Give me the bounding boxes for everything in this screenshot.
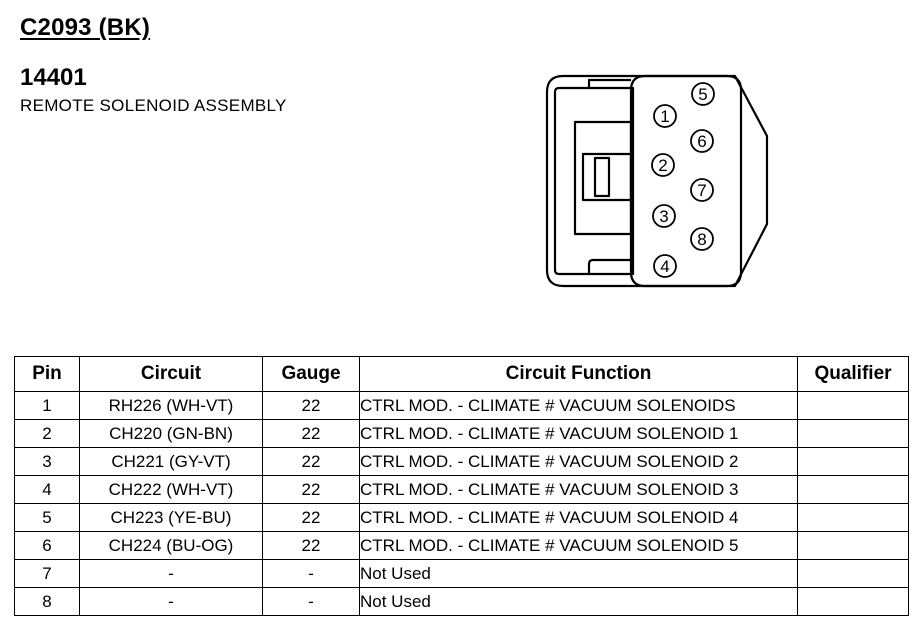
pin-4-label: 4 [660, 257, 669, 276]
cell-circuit: CH223 (YE-BU) [79, 503, 263, 532]
table-row: 2 CH220 (GN-BN) 22 CTRL MOD. - CLIMATE #… [14, 419, 909, 448]
column-header-gauge: Gauge [262, 356, 360, 392]
cell-qualifier [797, 419, 909, 448]
part-name: REMOTE SOLENOID ASSEMBLY [20, 96, 287, 115]
pin-3-label: 3 [659, 207, 668, 226]
cell-circuit: CH220 (GN-BN) [79, 419, 263, 448]
cell-circuit: CH222 (WH-VT) [79, 475, 263, 504]
connector-id-title: C2093 (BK) [20, 14, 151, 41]
cell-pin: 8 [14, 587, 80, 616]
column-header-pin: Pin [14, 356, 80, 392]
table-row: 7 - - Not Used [14, 559, 909, 588]
pin-7-circle [690, 178, 714, 202]
cell-pin: 2 [14, 419, 80, 448]
cell-pin: 3 [14, 447, 80, 476]
cell-circuit: CH224 (BU-OG) [79, 531, 263, 560]
cell-qualifier [797, 475, 909, 504]
cell-qualifier [797, 587, 909, 616]
cell-pin: 6 [14, 531, 80, 560]
cell-circuit: RH226 (WH-VT) [79, 391, 263, 420]
cell-circuit-function: Not Used [359, 559, 798, 588]
table-row: 1 RH226 (WH-VT) 22 CTRL MOD. - CLIMATE #… [14, 391, 909, 420]
cell-pin: 7 [14, 559, 80, 588]
table-row: 5 CH223 (YE-BU) 22 CTRL MOD. - CLIMATE #… [14, 503, 909, 532]
cell-gauge: 22 [262, 531, 360, 560]
connector-pin-map: 1 2 3 4 5 6 7 8 [651, 82, 715, 278]
connector-lock-tab-slot [593, 156, 611, 198]
table-row: 3 CH221 (GY-VT) 22 CTRL MOD. - CLIMATE #… [14, 447, 909, 476]
connector-pin-face [629, 74, 743, 288]
pin-4-circle [653, 254, 677, 278]
cell-pin: 1 [14, 391, 80, 420]
cell-circuit-function: CTRL MOD. - CLIMATE # VACUUM SOLENOIDS [359, 391, 798, 420]
pin-8-circle [690, 227, 714, 251]
cell-circuit-function: Not Used [359, 587, 798, 616]
cell-gauge: 22 [262, 391, 360, 420]
column-header-circuit: Circuit [79, 356, 263, 392]
pin-8-label: 8 [697, 230, 706, 249]
cell-gauge: 22 [262, 475, 360, 504]
cell-circuit-function: CTRL MOD. - CLIMATE # VACUUM SOLENOID 2 [359, 447, 798, 476]
cell-qualifier [797, 559, 909, 588]
cell-pin: 4 [14, 475, 80, 504]
table-header-row: Pin Circuit Gauge Circuit Function Quali… [14, 356, 909, 392]
cell-qualifier [797, 391, 909, 420]
table-row: 6 CH224 (BU-OG) 22 CTRL MOD. - CLIMATE #… [14, 531, 909, 560]
connector-top-notch [587, 78, 631, 88]
connector-latch-housing [553, 86, 635, 276]
pin-2-circle [651, 153, 675, 177]
pin-3-circle [652, 204, 676, 228]
cell-circuit-function: CTRL MOD. - CLIMATE # VACUUM SOLENOID 4 [359, 503, 798, 532]
cell-gauge: 22 [262, 419, 360, 448]
cell-circuit-function: CTRL MOD. - CLIMATE # VACUUM SOLENOID 1 [359, 419, 798, 448]
cell-qualifier [797, 503, 909, 532]
connector-face-diagram: 1 2 3 4 5 6 7 8 [545, 74, 769, 288]
pin-6-label: 6 [697, 132, 706, 151]
cell-pin: 5 [14, 503, 80, 532]
cell-gauge: - [262, 559, 360, 588]
table-row: 8 - - Not Used [14, 587, 909, 616]
connector-lock-tab-inner [581, 152, 633, 202]
cell-circuit-function: CTRL MOD. - CLIMATE # VACUUM SOLENOID 3 [359, 475, 798, 504]
cell-qualifier [797, 447, 909, 476]
pin-1-label: 1 [660, 107, 669, 126]
part-number: 14401 [20, 64, 87, 91]
cell-gauge: 22 [262, 503, 360, 532]
cell-circuit: CH221 (GY-VT) [79, 447, 263, 476]
connector-bottom-foot [587, 258, 631, 274]
table-row: 4 CH222 (WH-VT) 22 CTRL MOD. - CLIMATE #… [14, 475, 909, 504]
cell-gauge: 22 [262, 447, 360, 476]
cell-circuit-function: CTRL MOD. - CLIMATE # VACUUM SOLENOID 5 [359, 531, 798, 560]
pin-out-table: Pin Circuit Gauge Circuit Function Quali… [14, 356, 909, 616]
column-header-circuit-function: Circuit Function [359, 356, 798, 392]
pin-6-circle [690, 129, 714, 153]
cell-qualifier [797, 531, 909, 560]
pin-5-circle [691, 82, 715, 106]
pin-7-label: 7 [697, 181, 706, 200]
cell-gauge: - [262, 587, 360, 616]
cell-circuit: - [79, 559, 263, 588]
pin-1-circle [653, 104, 677, 128]
cell-circuit: - [79, 587, 263, 616]
column-header-qualifier: Qualifier [797, 356, 909, 392]
pin-5-label: 5 [698, 85, 707, 104]
pin-2-label: 2 [658, 156, 667, 175]
